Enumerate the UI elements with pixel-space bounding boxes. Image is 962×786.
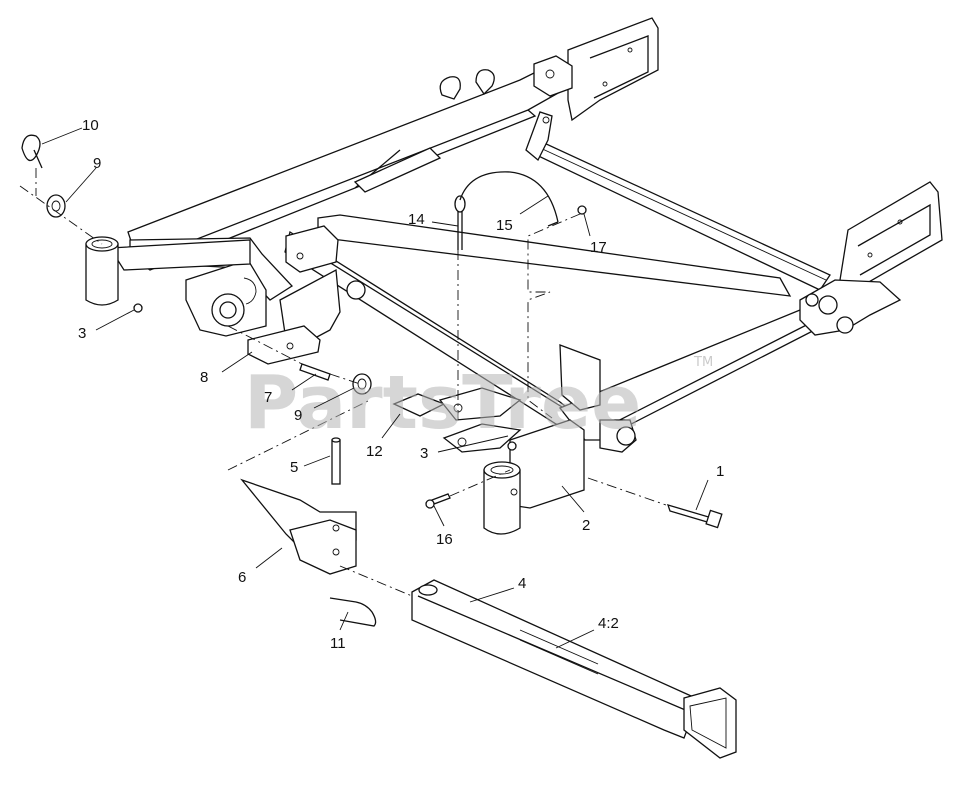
left-caster-tube — [85, 236, 251, 306]
callout-11: 11 — [330, 635, 346, 652]
part-6-bracket — [240, 478, 357, 575]
callout-9-lower: 9 — [294, 407, 302, 424]
part-17-nut — [577, 205, 587, 215]
part-11-hairpin — [329, 597, 377, 627]
part-16-bolt — [425, 493, 451, 509]
part-8-bracket — [247, 325, 321, 365]
callout-12: 12 — [366, 443, 383, 460]
part-15-lanyard — [459, 171, 559, 227]
callout-15: 15 — [496, 217, 513, 234]
part-9-washer-upper — [46, 194, 66, 218]
part-1-bolt — [666, 504, 723, 529]
part-5-pin — [331, 437, 341, 485]
callout-6: 6 — [238, 569, 246, 586]
part-4-push-arm — [411, 579, 737, 759]
center-plates — [438, 387, 522, 453]
callout-16: 16 — [436, 531, 453, 548]
assembly-lines — [19, 168, 667, 597]
callouts: 10 9 3 8 7 9 14 15 17 12 3 1 2 16 4 4:2 … — [78, 117, 724, 652]
callout-8: 8 — [200, 369, 208, 386]
callout-3-center: 3 — [420, 445, 428, 462]
part-10-clip-pin — [21, 134, 43, 169]
callout-7: 7 — [264, 389, 272, 406]
part-14-pin — [454, 195, 466, 250]
callout-9-upper: 9 — [93, 155, 101, 172]
part-7-bolt — [299, 363, 331, 381]
callout-5: 5 — [290, 459, 298, 476]
callout-10: 10 — [82, 117, 99, 134]
leader-lines — [41, 127, 709, 649]
callout-4: 4 — [518, 575, 526, 592]
callout-1: 1 — [716, 463, 724, 480]
watermark: PartsTree TM — [244, 355, 713, 446]
part-2-caster-tube — [483, 419, 585, 535]
watermark-text: PartsTree — [244, 360, 641, 446]
part-9-washer-lower — [352, 373, 372, 395]
part-3-nut-left — [133, 303, 143, 313]
callout-2: 2 — [582, 517, 590, 534]
watermark-tm: TM — [693, 355, 713, 370]
callout-4-2: 4:2 — [598, 615, 619, 632]
callout-17: 17 — [590, 239, 607, 256]
callout-14: 14 — [408, 211, 425, 228]
callout-3-left: 3 — [78, 325, 86, 342]
